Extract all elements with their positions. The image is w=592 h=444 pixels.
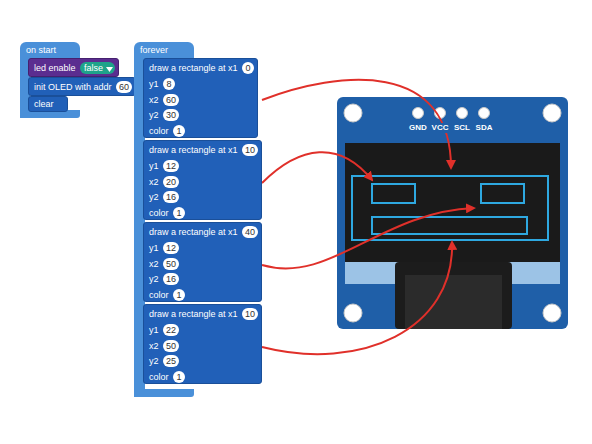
mount-hole (543, 304, 561, 322)
block-label: draw a rectangle at x1 (149, 226, 238, 238)
block-label: draw a rectangle at x1 (149, 308, 238, 320)
code-block: draw a rectangle at x1 40 y1 12 x2 50 y2 16 colo… (143, 222, 262, 302)
block-label: y2 (149, 191, 159, 203)
drawn-rectangle (352, 176, 548, 240)
block-label: color (149, 289, 169, 301)
hat-block: forever draw a rectangle at x1 0 y1 8 x2 60 y2 3… (134, 42, 262, 397)
block-foot (134, 389, 194, 397)
number-field: 22 (163, 324, 179, 336)
number-field: 12 (163, 160, 179, 172)
block-label: color (149, 371, 169, 383)
number-field: 10 (242, 144, 258, 156)
mount-hole (344, 104, 362, 122)
code-block: init OLED with addr 60 (28, 77, 136, 96)
block-label: y2 (149, 109, 159, 121)
event-label: on start (26, 44, 56, 56)
hat-block: on startled enablefalseinit OLED with ad… (20, 42, 136, 118)
code-block: draw a rectangle at x1 10 y1 22 x2 50 y2 25 colo… (143, 304, 262, 384)
number-field: 12 (163, 242, 179, 254)
number-field: 50 (163, 340, 179, 352)
pin-label: GND (406, 123, 430, 133)
block-label: x2 (149, 340, 159, 352)
pin-label: SCL (450, 123, 474, 133)
block-label: x2 (149, 94, 159, 106)
drawn-rectangle (372, 184, 415, 203)
event-label: forever (140, 44, 168, 56)
number-field: 8 (163, 78, 175, 90)
code-block: draw a rectangle at x1 10 y1 12 x2 20 y2 16 colo… (143, 140, 262, 220)
leader-arrow (262, 242, 452, 354)
block-label: y2 (149, 273, 159, 285)
leader-arrow (262, 208, 474, 268)
number-field: 60 (163, 94, 179, 106)
block-label: y1 (149, 160, 159, 172)
block-label: draw a rectangle at x1 (149, 144, 238, 156)
block-label: led enable (34, 62, 76, 74)
number-field: 1 (173, 289, 185, 301)
block-label: color (149, 125, 169, 137)
number-field: 16 (163, 273, 179, 285)
mount-hole (543, 104, 561, 122)
pin-label: SDA (472, 123, 496, 133)
drawn-rectangle (481, 184, 524, 203)
drawn-rectangle (372, 217, 527, 234)
number-field: 1 (173, 207, 185, 219)
pcb-board (337, 97, 568, 329)
number-field: 25 (163, 355, 179, 367)
pin-hole (479, 108, 490, 119)
code-block: clear (28, 96, 68, 112)
block-label: draw a rectangle at x1 (149, 62, 238, 74)
number-field: 1 (173, 371, 185, 383)
block-label: x2 (149, 176, 159, 188)
mount-hole (344, 304, 362, 322)
number-field: 10 (242, 308, 258, 320)
pin-hole (457, 108, 468, 119)
block-label: clear (34, 98, 54, 110)
block-label: y1 (149, 242, 159, 254)
number-field: 30 (163, 109, 179, 121)
pin-label: VCC (428, 123, 452, 133)
number-field: 50 (163, 258, 179, 270)
block-label: x2 (149, 258, 159, 270)
code-block: led enablefalse (28, 58, 119, 77)
number-field: 16 (163, 191, 179, 203)
leader-arrow (262, 80, 451, 168)
number-field: 20 (163, 176, 179, 188)
block-label: init OLED with addr (34, 81, 112, 93)
leader-arrow (262, 152, 372, 183)
flex-connector (395, 262, 512, 329)
number-field: 60 (116, 81, 132, 93)
number-field: 40 (242, 226, 258, 238)
code-block: draw a rectangle at x1 0 y1 8 x2 60 y2 30 color 1 (143, 58, 258, 138)
block-label: y1 (149, 78, 159, 90)
number-field: 0 (242, 62, 254, 74)
block-label: y2 (149, 355, 159, 367)
pin-hole (413, 108, 424, 119)
number-field: 1 (173, 125, 185, 137)
block-label: color (149, 207, 169, 219)
block-label: y1 (149, 324, 159, 336)
dropdown-arrow (106, 67, 113, 72)
